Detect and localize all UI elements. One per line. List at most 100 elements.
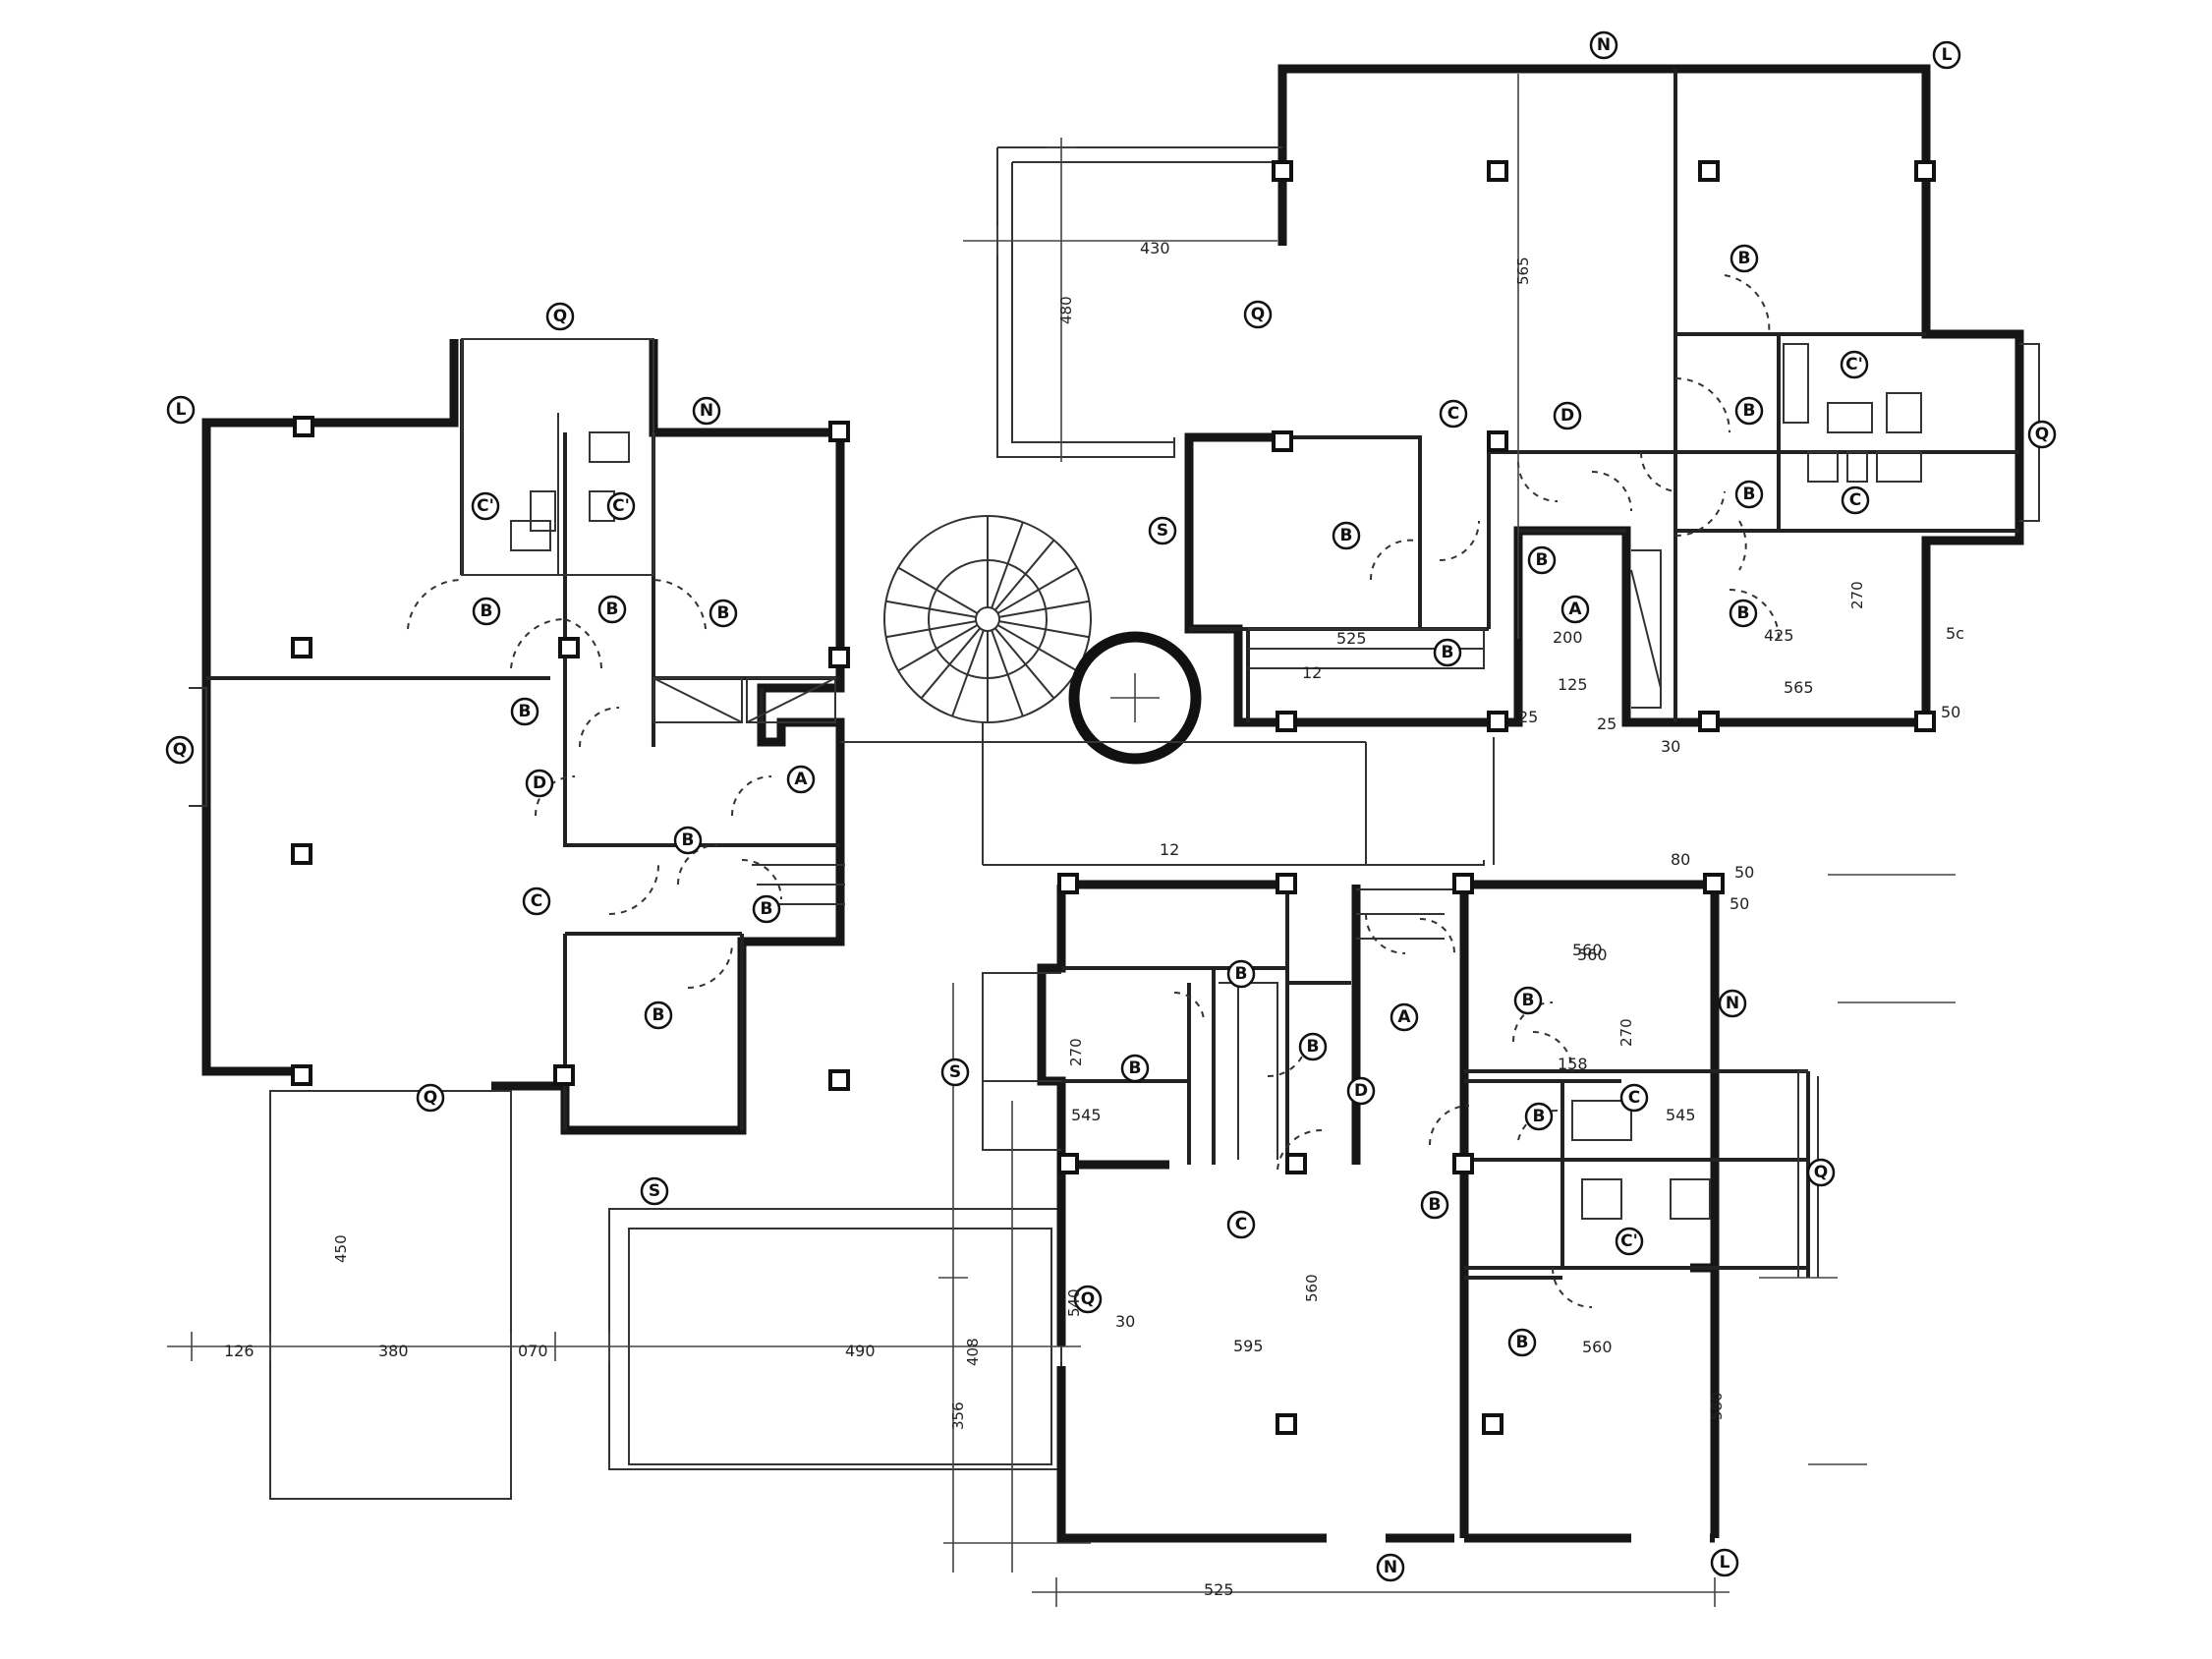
bubble-c-left-1: C' [471, 491, 500, 521]
lower-right-balcony-west [982, 972, 1061, 1151]
svg-text:S: S [649, 1181, 660, 1201]
dim-text-28: 545 [1071, 1106, 1102, 1124]
lower-right-inner-walls [1061, 885, 1810, 1280]
svg-text:Q: Q [553, 307, 567, 326]
stair-tread [951, 629, 985, 717]
svg-text:B: B [606, 600, 619, 619]
dim-text-30: 540 [1065, 1288, 1083, 1317]
svg-text:B: B [1235, 964, 1248, 984]
bubble-b-lower-6: B [1420, 1190, 1449, 1220]
upper-right-unit [996, 64, 2040, 732]
stair-tread [993, 627, 1055, 700]
svg-text:N: N [1597, 35, 1611, 55]
svg-text:B: B [1516, 1333, 1529, 1352]
column-l1 [291, 637, 312, 658]
bubble-b-upper-5: B [1527, 545, 1557, 575]
svg-text:C: C [1235, 1215, 1247, 1234]
dim-line-bottom [1032, 1577, 1730, 1607]
svg-text:Q: Q [1814, 1163, 1828, 1182]
svg-text:B: B [652, 1005, 665, 1025]
dim-line-bottom-left [167, 1332, 1081, 1361]
column-r2 [1276, 873, 1297, 894]
stair-tread [897, 566, 979, 614]
dim-text-5: 450 [332, 1234, 350, 1263]
svg-text:Q: Q [1251, 305, 1265, 324]
stair-tread [998, 600, 1090, 618]
bubble-q-upper-east: Q [2027, 420, 2057, 449]
svg-text:S: S [1157, 521, 1168, 541]
dim-text-26: 158 [1558, 1055, 1588, 1073]
bubble-b-lower-4: B [1298, 1032, 1328, 1061]
bubble-a-left: A [786, 765, 816, 794]
svg-text:B: B [481, 601, 493, 621]
svg-text:C': C' [1620, 1231, 1638, 1251]
left-pool [608, 1208, 1062, 1470]
dim-text-9: 425 [1764, 626, 1794, 645]
dim-text-12: 525 [1336, 629, 1367, 648]
svg-text:N: N [1384, 1558, 1397, 1577]
dim-text-1: 126 [224, 1342, 255, 1360]
svg-text:B: B [1737, 603, 1750, 623]
bubble-q-lower-east: Q [1806, 1158, 1836, 1187]
column-u2 [1487, 160, 1508, 182]
svg-text:C: C [531, 891, 542, 911]
dimension-texts: 126 380 070 490 450 430 480 565 425 270 … [224, 239, 1964, 1599]
dim-text-4: 490 [845, 1342, 876, 1360]
svg-text:B: B [1522, 991, 1535, 1010]
column-l7 [828, 1069, 850, 1091]
stair-tread [996, 624, 1078, 672]
bubble-a-upper: A [1560, 595, 1590, 624]
bubble-a-lower: A [1390, 1002, 1419, 1032]
stair-inner-ring [928, 559, 1048, 679]
bubble-l-bottom: L [1710, 1548, 1739, 1577]
bubble-c-upper-2: C' [1840, 350, 1869, 379]
svg-text:B: B [1743, 401, 1756, 421]
bubble-b-left-1: B [472, 597, 501, 626]
column-r8 [1285, 1153, 1307, 1174]
svg-text:Q: Q [173, 740, 187, 760]
svg-text:B: B [1307, 1037, 1320, 1057]
column-l8 [553, 1064, 575, 1086]
column-l2 [291, 843, 312, 865]
svg-text:N: N [1726, 994, 1739, 1013]
bubble-d-lower: D [1346, 1076, 1376, 1106]
bubble-b-upper-4: B [1332, 521, 1361, 550]
bubble-b-upper-1: B [1730, 244, 1759, 273]
svg-text:B: B [682, 830, 695, 850]
lower-right-unit [982, 873, 1819, 1543]
bubble-b-left-2: B [597, 595, 627, 624]
svg-text:B: B [1533, 1107, 1546, 1126]
svg-text:N: N [700, 401, 713, 421]
column-l4 [293, 416, 314, 437]
dim-text-29: 595 [1233, 1337, 1264, 1355]
dim-text-27: 270 [1067, 1038, 1085, 1066]
bubble-b-lower-5: B [1524, 1102, 1554, 1131]
bubble-b-left-5: B [673, 826, 703, 855]
svg-text:C': C' [612, 496, 630, 516]
upper-right-terrace-outline [996, 146, 1282, 458]
dim-text-36: 356 [949, 1402, 967, 1430]
stair-tread [920, 627, 982, 700]
lower-right-outer-wall [1037, 880, 1720, 1543]
dim-text-24: 560 [1582, 1338, 1613, 1356]
column-u8 [1698, 711, 1720, 732]
dim-text-23: 270 [1617, 1018, 1635, 1047]
left-unit-window-mark [189, 687, 207, 807]
spiral-stair-core [975, 606, 1000, 632]
dim-text-8: 565 [1514, 257, 1532, 285]
svg-text:A: A [794, 770, 808, 789]
column-u1 [1272, 160, 1293, 182]
svg-text:B: B [519, 702, 532, 721]
svg-text:D: D [1354, 1081, 1368, 1101]
left-unit-closets [652, 677, 836, 723]
reference-bubbles: L Q N Q C' C' B B B B D A B C B B Q S N … [165, 30, 2057, 1582]
bubble-l-left: L [166, 395, 196, 425]
dim-text-6: 430 [1140, 239, 1170, 257]
column-r5 [1276, 1413, 1297, 1435]
bubble-c-left-2: C' [606, 491, 636, 521]
svg-text:L: L [176, 400, 187, 420]
column-u7 [1487, 711, 1508, 732]
stair-tread [885, 600, 977, 618]
bubble-b-left-4: B [510, 697, 539, 726]
